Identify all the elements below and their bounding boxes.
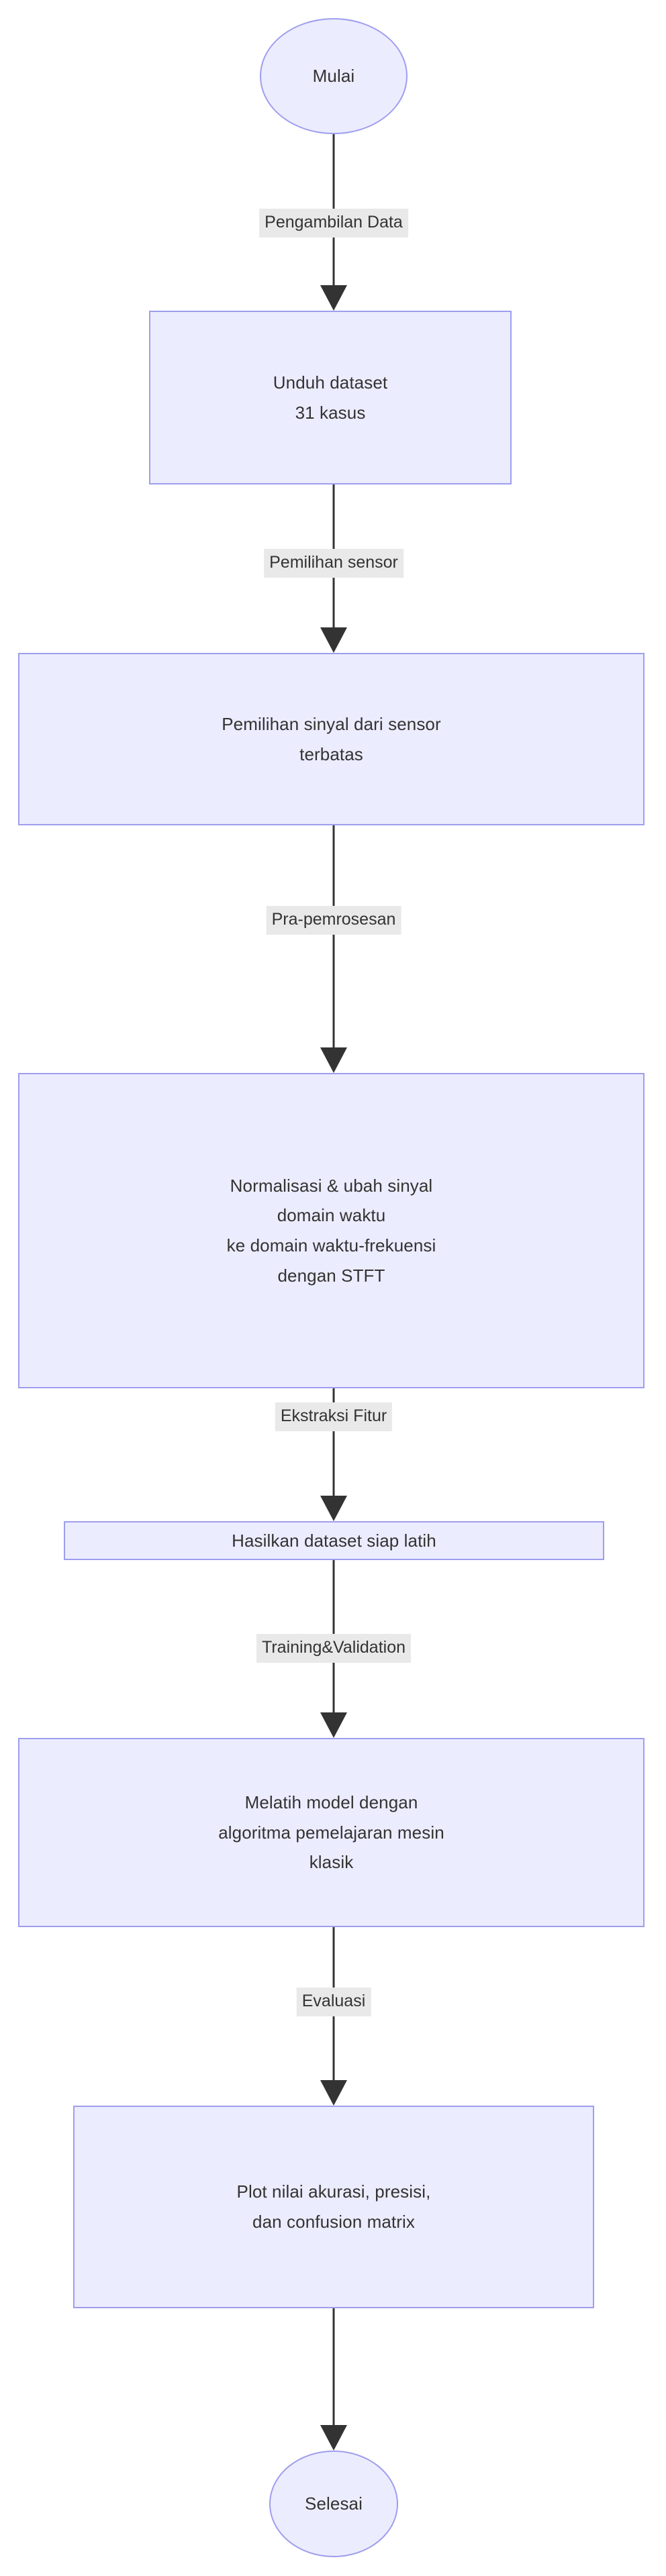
node-generate-dataset-label: Hasilkan dataset siap latih bbox=[232, 1530, 436, 1551]
node-download-dataset[interactable]: Unduh dataset 31 kasus bbox=[149, 311, 512, 484]
edge-label-pra-pemrosesan: Pra-pemrosesan bbox=[266, 906, 401, 935]
edge-label-training-validation: Training&Validation bbox=[256, 1634, 412, 1663]
node-start[interactable]: Mulai bbox=[260, 18, 408, 134]
node-download-dataset-label: Unduh dataset 31 kasus bbox=[273, 372, 388, 423]
node-plot-metrics-label: Plot nilai akurasi, presisi, dan confusi… bbox=[236, 2181, 431, 2232]
node-plot-metrics[interactable]: Plot nilai akurasi, presisi, dan confusi… bbox=[73, 2106, 594, 2308]
node-start-label: Mulai bbox=[312, 66, 355, 87]
node-preprocess-stft[interactable]: Normalisasi & ubah sinyal domain waktu k… bbox=[18, 1073, 645, 1388]
node-select-signal-label: Pemilihan sinyal dari sensor terbatas bbox=[222, 713, 441, 764]
edge-evaluate-end bbox=[320, 2308, 347, 2451]
edge-label-pemilihan-sensor: Pemilihan sensor bbox=[264, 549, 403, 578]
node-generate-dataset[interactable]: Hasilkan dataset siap latih bbox=[64, 1521, 604, 1560]
edge-train-evaluate bbox=[320, 1927, 347, 2106]
node-end[interactable]: Selesai bbox=[269, 2451, 398, 2557]
node-train-model[interactable]: Melatih model dengan algoritma pemelajar… bbox=[18, 1738, 645, 1927]
edge-label-pengambilan-data: Pengambilan Data bbox=[259, 209, 408, 238]
node-preprocess-stft-label: Normalisasi & ubah sinyal domain waktu k… bbox=[226, 1175, 436, 1286]
node-end-label: Selesai bbox=[305, 2493, 363, 2514]
edge-label-ekstraksi-fitur: Ekstraksi Fitur bbox=[275, 1402, 393, 1431]
edge-select-preprocess bbox=[320, 825, 347, 1073]
node-train-model-label: Melatih model dengan algoritma pemelajar… bbox=[218, 1792, 444, 1873]
node-select-signal[interactable]: Pemilihan sinyal dari sensor terbatas bbox=[18, 653, 645, 825]
edge-label-evaluasi: Evaluasi bbox=[296, 1988, 371, 2016]
